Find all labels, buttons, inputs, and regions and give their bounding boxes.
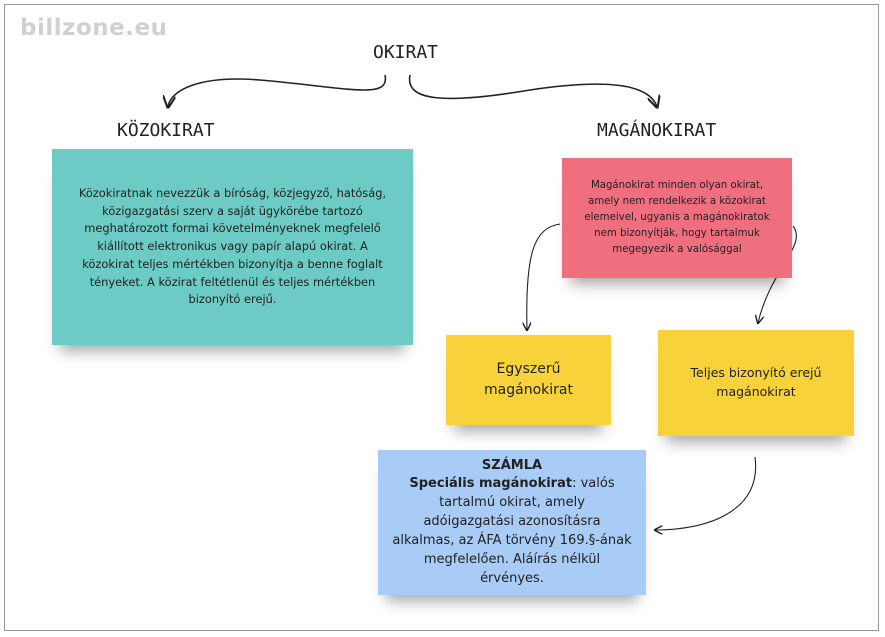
invoice-text: : valós tartalmú okirat, amely adóigazga… bbox=[392, 476, 632, 586]
maganokirat-note: Magánokirat minden olyan okirat, amely n… bbox=[562, 158, 792, 278]
arrow-root-to-maganokirat bbox=[408, 74, 657, 107]
kozokirat-description: Közokiratnak nevezzük a bíróság, közjegy… bbox=[78, 186, 387, 307]
invoice-title: SZÁMLA bbox=[481, 457, 543, 473]
invoice-note: SZÁMLA Speciális magánokirat: valós tart… bbox=[378, 450, 646, 595]
kozokirat-note: Közokiratnak nevezzük a bíróság, közjegy… bbox=[52, 149, 413, 345]
billzone-logo: billzone.eu bbox=[20, 15, 168, 41]
full-proof-label: Teljes bizonyító erejű magánokirat bbox=[690, 365, 822, 399]
full-proof-note: Teljes bizonyító erejű magánokirat bbox=[658, 330, 854, 436]
root-heading: OKIRAT bbox=[373, 42, 439, 63]
simple-private-note: Egyszerű magánokirat bbox=[446, 335, 611, 425]
maganokirat-heading: MAGÁNOKIRAT bbox=[597, 120, 717, 141]
invoice-lead: Speciális magánokirat bbox=[409, 476, 573, 492]
arrow-pink-to-simple bbox=[527, 223, 561, 330]
arrow-fullproof-to-invoice bbox=[655, 456, 757, 530]
arrow-root-to-kozokirat bbox=[168, 74, 387, 107]
simple-private-label: Egyszerű magánokirat bbox=[484, 361, 573, 398]
invoice-body: Speciális magánokirat: valós tartalmú ok… bbox=[392, 475, 632, 588]
maganokirat-description: Magánokirat minden olyan okirat, amely n… bbox=[584, 180, 770, 255]
kozokirat-heading: KÖZOKIRAT bbox=[117, 120, 215, 141]
